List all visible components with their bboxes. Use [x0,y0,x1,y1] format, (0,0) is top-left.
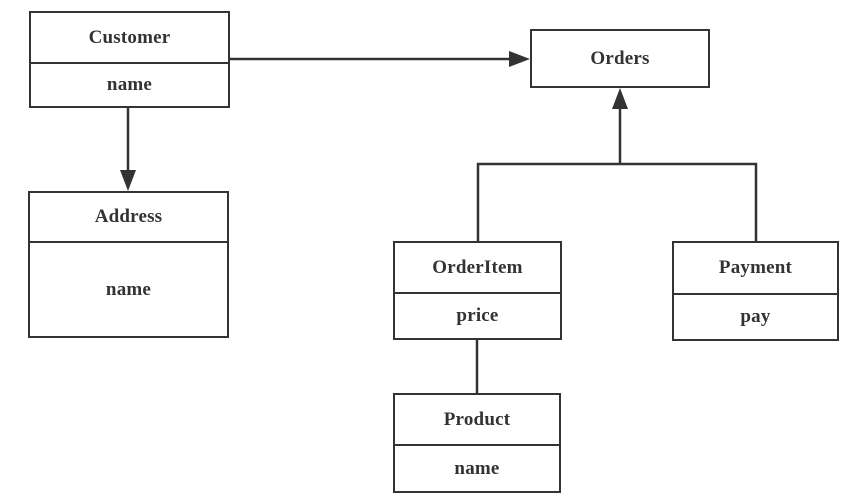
edge-orderitem-payment-bus [476,162,758,241]
node-address-title: Address [30,193,227,243]
node-orders-title: Orders [590,47,650,69]
arrowhead-into-orders-left [509,51,530,67]
node-address-attribute: name [105,278,152,300]
arrowhead-into-orders-bottom [612,88,628,109]
node-customer-attribute: name [106,74,153,95]
node-product[interactable]: Product name [393,393,561,493]
node-orderitem-attribute: price [456,305,499,326]
node-payment-title: Payment [674,243,837,295]
node-customer-title: Customer [31,13,228,64]
node-payment[interactable]: Payment pay [672,241,839,341]
node-customer[interactable]: Customer name [29,11,230,108]
node-orders[interactable]: Orders [530,29,710,88]
arrowhead-into-address-top [120,170,136,191]
node-orderitem-title: OrderItem [395,243,560,294]
node-address[interactable]: Address name [28,191,229,338]
node-payment-attribute: pay [740,306,771,327]
node-product-title: Product [395,395,559,446]
node-product-attribute: name [454,457,500,479]
node-orderitem[interactable]: OrderItem price [393,241,562,340]
